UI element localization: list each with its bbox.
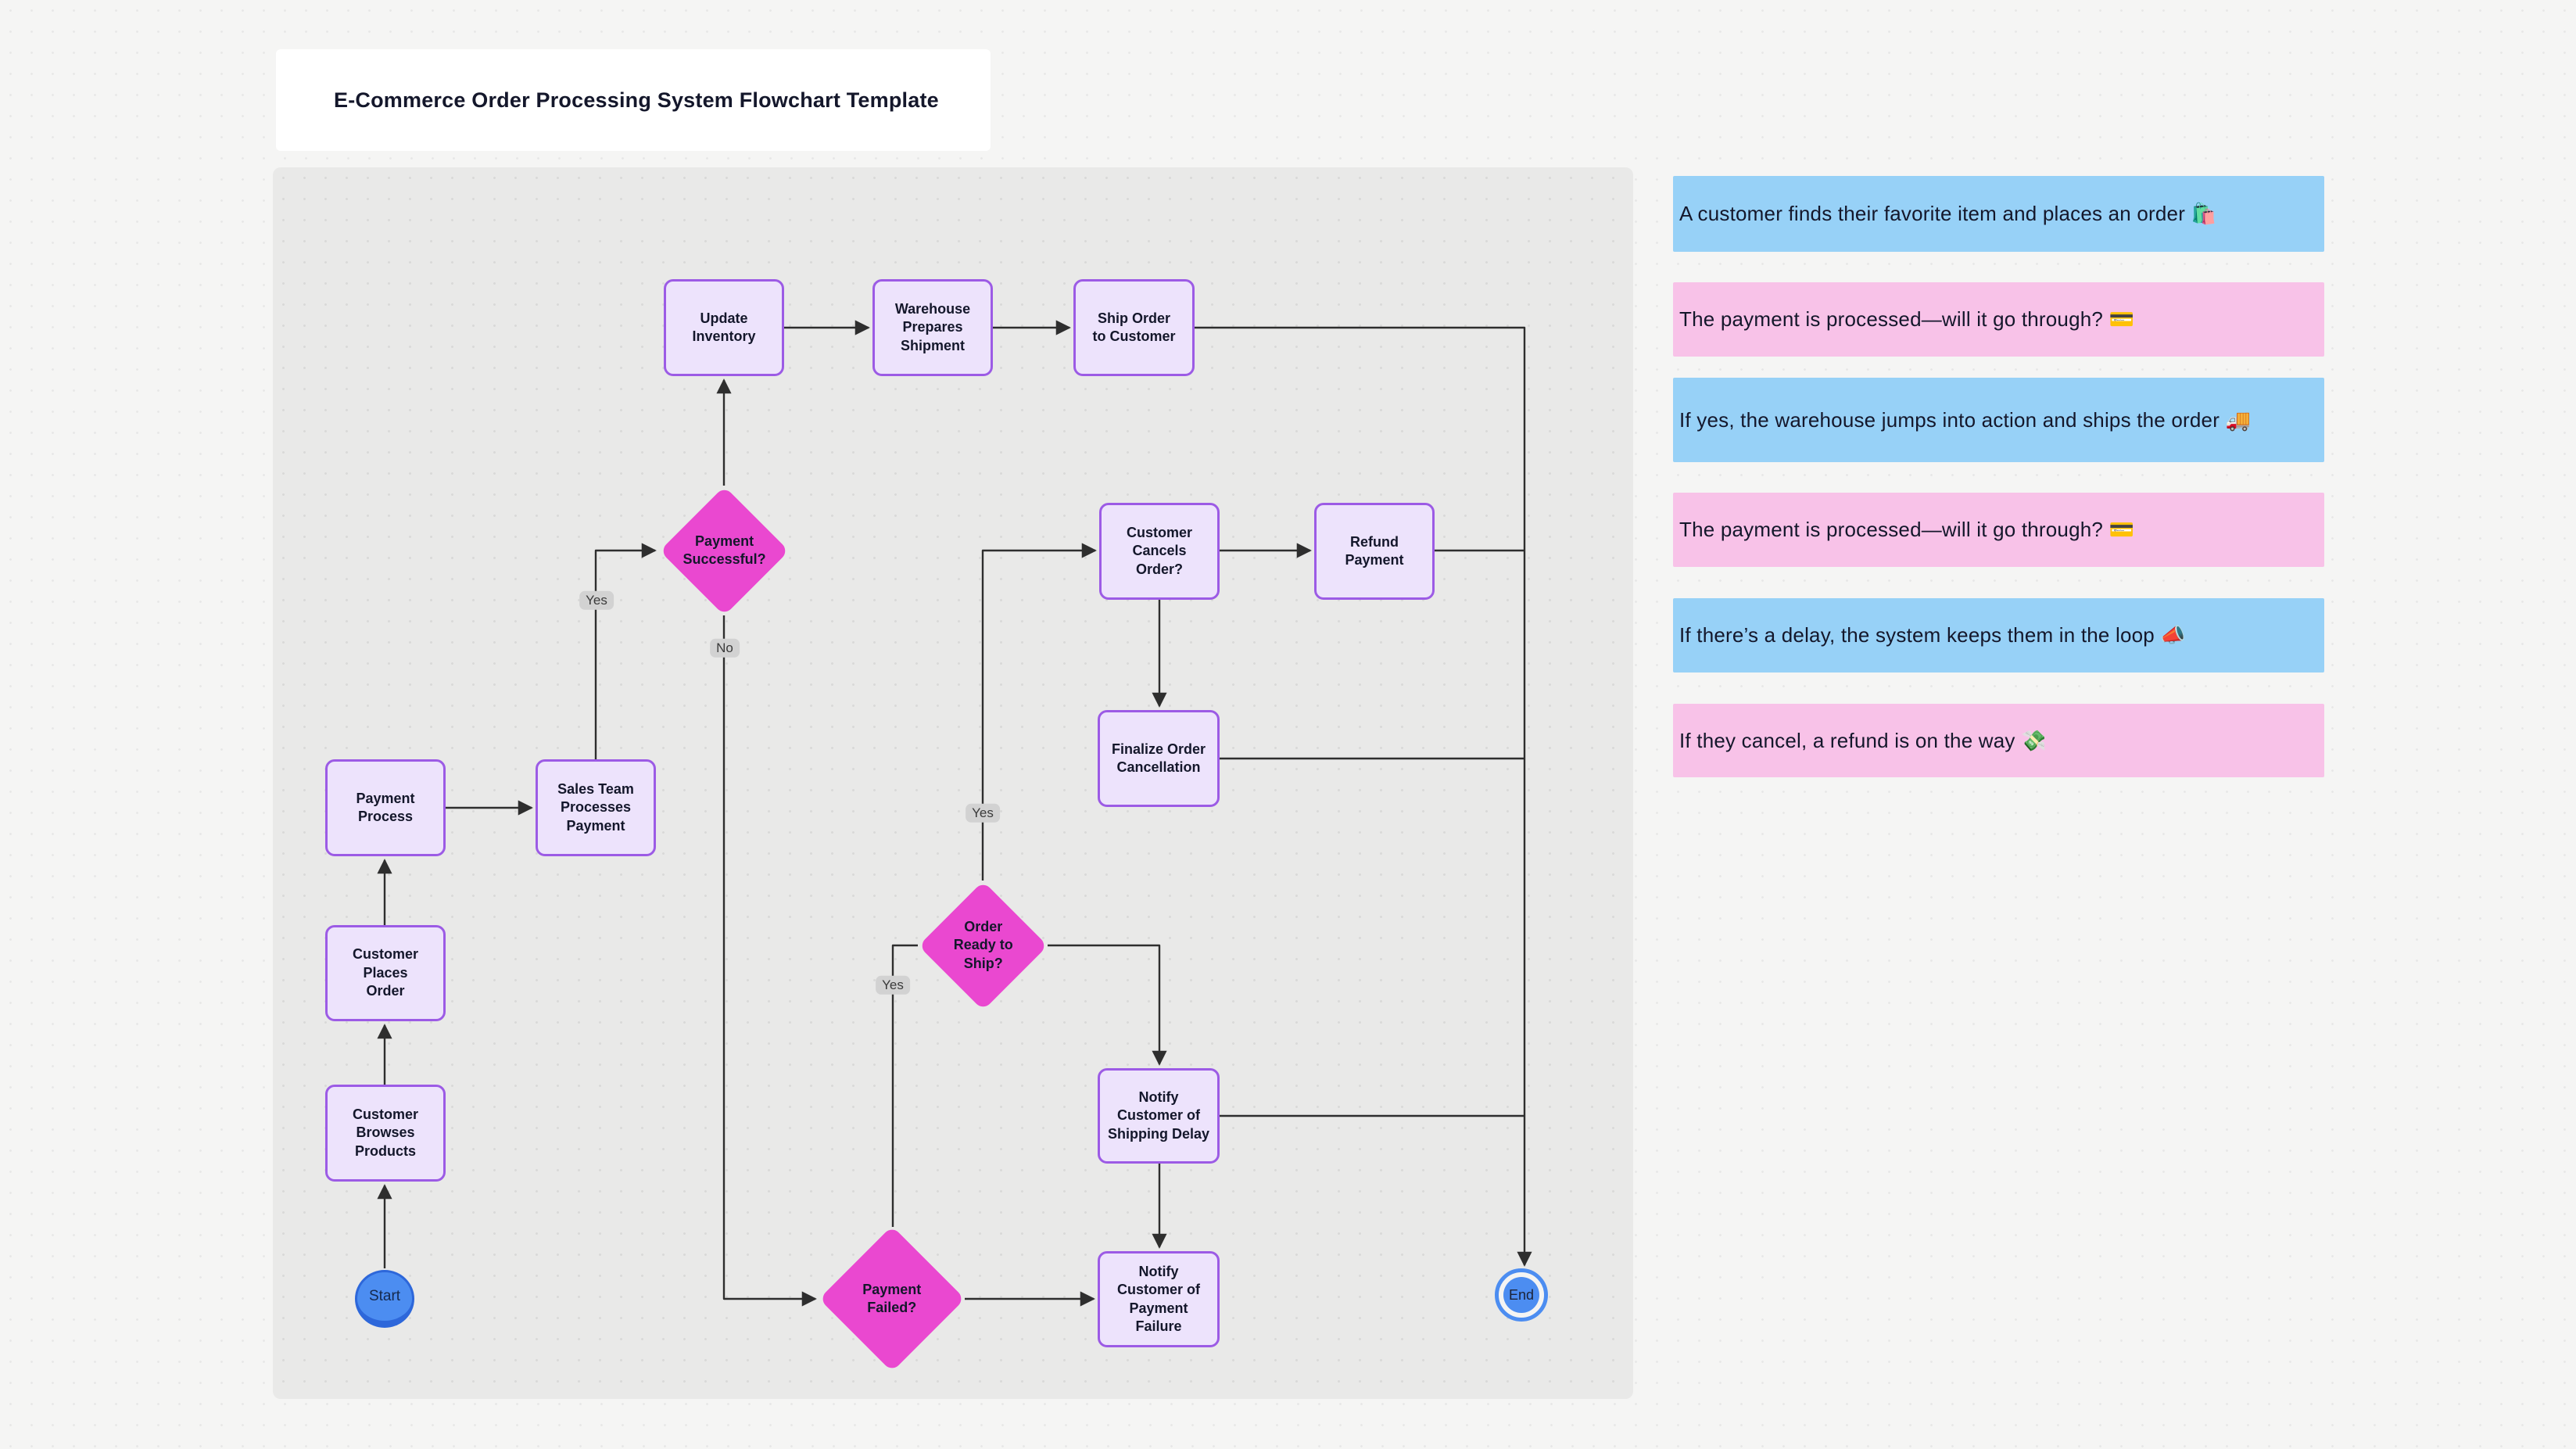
customer-cancels-order-label: Customer Cancels Order? — [1126, 524, 1192, 577]
refund-payment-label: Refund Payment — [1345, 533, 1404, 568]
payment-process-label: Payment Process — [356, 790, 415, 824]
annotation-note-text-5: If there’s a delay, the system keeps the… — [1679, 623, 2186, 647]
notify-customer-of-payment-failure-label: Notify Customer of Payment Failure — [1116, 1263, 1200, 1334]
notify-customer-of-shipping-delay-node[interactable]: Notify Customer of Shipping Delay — [1098, 1068, 1220, 1164]
sales-team-processes-payment-node[interactable]: Sales Team Processes Payment — [536, 759, 656, 856]
customer-places-order-label: Customer Places Order — [352, 946, 418, 999]
customer-cancels-order-node[interactable]: Customer Cancels Order? — [1099, 503, 1220, 600]
diagram-title-card[interactable]: E-Commerce Order Processing System Flowc… — [276, 49, 991, 151]
refund-payment-node[interactable]: Refund Payment — [1314, 503, 1435, 600]
payment-process-node[interactable]: Payment Process — [325, 759, 446, 856]
update-inventory-label: Update Inventory — [692, 310, 756, 344]
annotation-note-text-2: The payment is processed—will it go thro… — [1679, 307, 2135, 331]
edge-label-no-1: No — [710, 638, 740, 658]
sales-team-processes-payment-label: Sales Team Processes Payment — [557, 780, 634, 834]
customer-browses-products-label: Customer Browses Products — [352, 1106, 418, 1159]
annotation-note-2[interactable]: The payment is processed—will it go thro… — [1673, 282, 2324, 357]
edge-label-yes-0: Yes — [579, 590, 614, 611]
warehouse-prepares-shipment-node[interactable]: Warehouse Prepares Shipment — [872, 279, 993, 376]
annotation-note-6[interactable]: If they cancel, a refund is on the way 💸 — [1673, 704, 2324, 777]
annotation-note-text-6: If they cancel, a refund is on the way 💸 — [1679, 728, 2047, 752]
customer-places-order-node[interactable]: Customer Places Order — [325, 925, 446, 1021]
annotation-note-5[interactable]: If there’s a delay, the system keeps the… — [1673, 598, 2324, 672]
finalize-order-cancellation-label: Finalize Order Cancellation — [1111, 741, 1206, 775]
payment-successful-label: Payment Successful? — [682, 533, 766, 567]
annotation-note-1[interactable]: A customer finds their favorite item and… — [1673, 176, 2324, 252]
edge-label-yes-3: Yes — [876, 975, 910, 995]
customer-browses-products-node[interactable]: Customer Browses Products — [325, 1085, 446, 1182]
diagram-title: E-Commerce Order Processing System Flowc… — [334, 88, 939, 112]
order-ready-to-ship-label: Order Ready to Ship? — [952, 918, 1013, 971]
payment-failed-label: Payment Failed? — [862, 1281, 922, 1315]
start-node[interactable]: Start — [355, 1270, 414, 1328]
ship-order-to-customer-label: Ship Order to Customer — [1092, 310, 1176, 344]
warehouse-prepares-shipment-label: Warehouse Prepares Shipment — [894, 300, 971, 353]
notify-customer-of-shipping-delay-label: Notify Customer of Shipping Delay — [1107, 1089, 1210, 1142]
end-node[interactable]: End — [1495, 1268, 1548, 1322]
end-node-inner-circle: End — [1503, 1277, 1539, 1313]
annotation-note-text-1: A customer finds their favorite item and… — [1679, 202, 2217, 225]
annotation-note-text-4: The payment is processed—will it go thro… — [1679, 518, 2135, 541]
finalize-order-cancellation-node[interactable]: Finalize Order Cancellation — [1098, 710, 1220, 807]
notify-customer-of-payment-failure-node[interactable]: Notify Customer of Payment Failure — [1098, 1251, 1220, 1347]
ship-order-to-customer-node[interactable]: Ship Order to Customer — [1073, 279, 1195, 376]
edge-label-yes-2: Yes — [966, 803, 1000, 823]
annotation-note-text-3: If yes, the warehouse jumps into action … — [1679, 407, 2252, 432]
annotation-note-4[interactable]: The payment is processed—will it go thro… — [1673, 493, 2324, 567]
end-label: End — [1508, 1286, 1535, 1303]
annotation-note-3[interactable]: If yes, the warehouse jumps into action … — [1673, 378, 2324, 462]
update-inventory-node[interactable]: Update Inventory — [664, 279, 784, 376]
start-label: Start — [368, 1288, 401, 1304]
